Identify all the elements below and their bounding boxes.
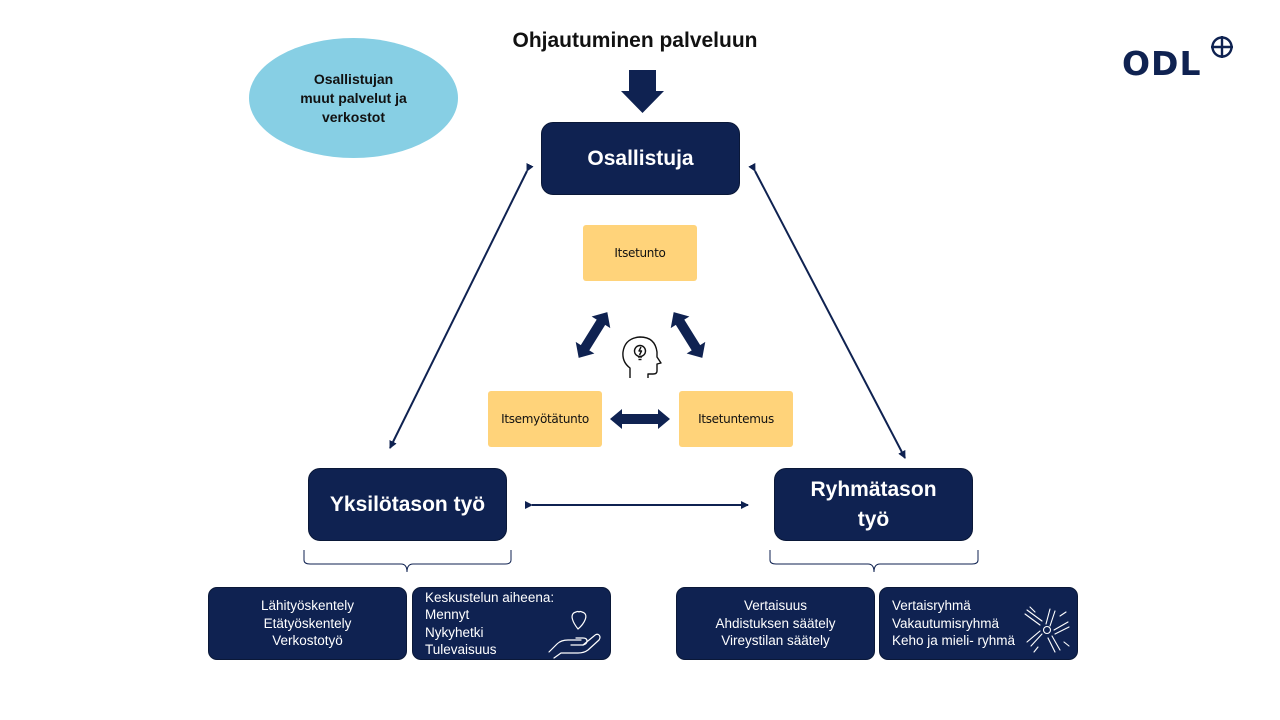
info-discussion-line-2: Mennyt xyxy=(425,607,470,622)
info-discussion-line-1: Keskustelun aiheena: xyxy=(425,589,555,605)
info-work-modes-line-1: Lähityöskentely xyxy=(260,598,355,614)
info-groups-line-1: Vertaisryhmä xyxy=(892,598,971,614)
odl-logo: ODL xyxy=(1122,44,1202,83)
node-yksilotason-label: Yksilötason työ xyxy=(329,492,486,516)
box-itsetuntemus: Itsetuntemus xyxy=(679,391,793,447)
inner-arrow-top-left xyxy=(575,312,611,358)
box-itsetunto: Itsetunto xyxy=(583,225,697,281)
info-discussion-line-4: Tulevaisuus xyxy=(425,642,497,657)
node-ryhmatason-tyo: Ryhmätason työ xyxy=(774,468,973,541)
info-box-discussion-topics: Keskustelun aiheena: Mennyt Nykyhetki Tu… xyxy=(412,587,611,660)
box-itsemyotatunto-label: Itsemyötätunto xyxy=(501,412,589,426)
info-work-modes-line-3: Verkostotyö xyxy=(272,633,343,649)
ellipse-line-2: muut palvelut ja xyxy=(300,89,407,106)
box-itsetuntemus-label: Itsetuntemus xyxy=(698,412,774,426)
info-groups-line-3: Keho ja mieli- ryhmä xyxy=(892,633,1016,649)
info-work-modes-line-2: Etätyöskentely xyxy=(263,615,352,631)
box-itsetunto-label: Itsetunto xyxy=(614,246,666,260)
info-regulation-line-2: Ahdistuksen säätely xyxy=(715,615,836,631)
stakeholder-services-ellipse: Osallistujan muut palvelut ja verkostot xyxy=(249,38,458,158)
node-osallistuja-label: Osallistuja xyxy=(587,146,694,170)
brace-right xyxy=(769,550,979,573)
inner-arrow-bottom xyxy=(610,409,670,429)
head-lightbulb-icon xyxy=(622,336,662,378)
info-regulation-line-3: Vireystilan säätely xyxy=(721,633,830,649)
crosshair-circle-icon xyxy=(1211,36,1233,58)
diagram-title: Ohjautuminen palveluun xyxy=(512,29,758,52)
down-arrow-icon xyxy=(621,70,664,113)
info-discussion-line-3: Nykyhetki xyxy=(425,624,484,640)
ellipse-line-1: Osallistujan xyxy=(313,70,394,87)
info-box-groups: Vertaisryhmä Vakautumisryhmä Keho ja mie… xyxy=(879,587,1078,660)
inner-arrow-top-right xyxy=(670,312,706,358)
info-box-work-modes: Lähityöskentely Etätyöskentely Verkostot… xyxy=(208,587,407,660)
node-yksilotason-tyo: Yksilötason työ xyxy=(308,468,507,541)
node-ryhmatason-line-1: Ryhmätason xyxy=(810,477,937,501)
info-regulation-line-1: Vertaisuus xyxy=(743,598,808,614)
arrow-center-right xyxy=(748,162,906,459)
brace-left xyxy=(303,550,512,573)
box-itsemyotatunto: Itsemyötätunto xyxy=(488,391,602,447)
node-osallistuja: Osallistuja xyxy=(541,122,740,195)
ellipse-line-3: verkostot xyxy=(321,108,386,125)
info-groups-line-2: Vakautumisryhmä xyxy=(892,615,1000,631)
node-ryhmatason-line-2: työ xyxy=(857,507,890,531)
arrow-center-left xyxy=(389,162,534,449)
info-box-regulation: Vertaisuus Ahdistuksen säätely Vireystil… xyxy=(676,587,875,660)
